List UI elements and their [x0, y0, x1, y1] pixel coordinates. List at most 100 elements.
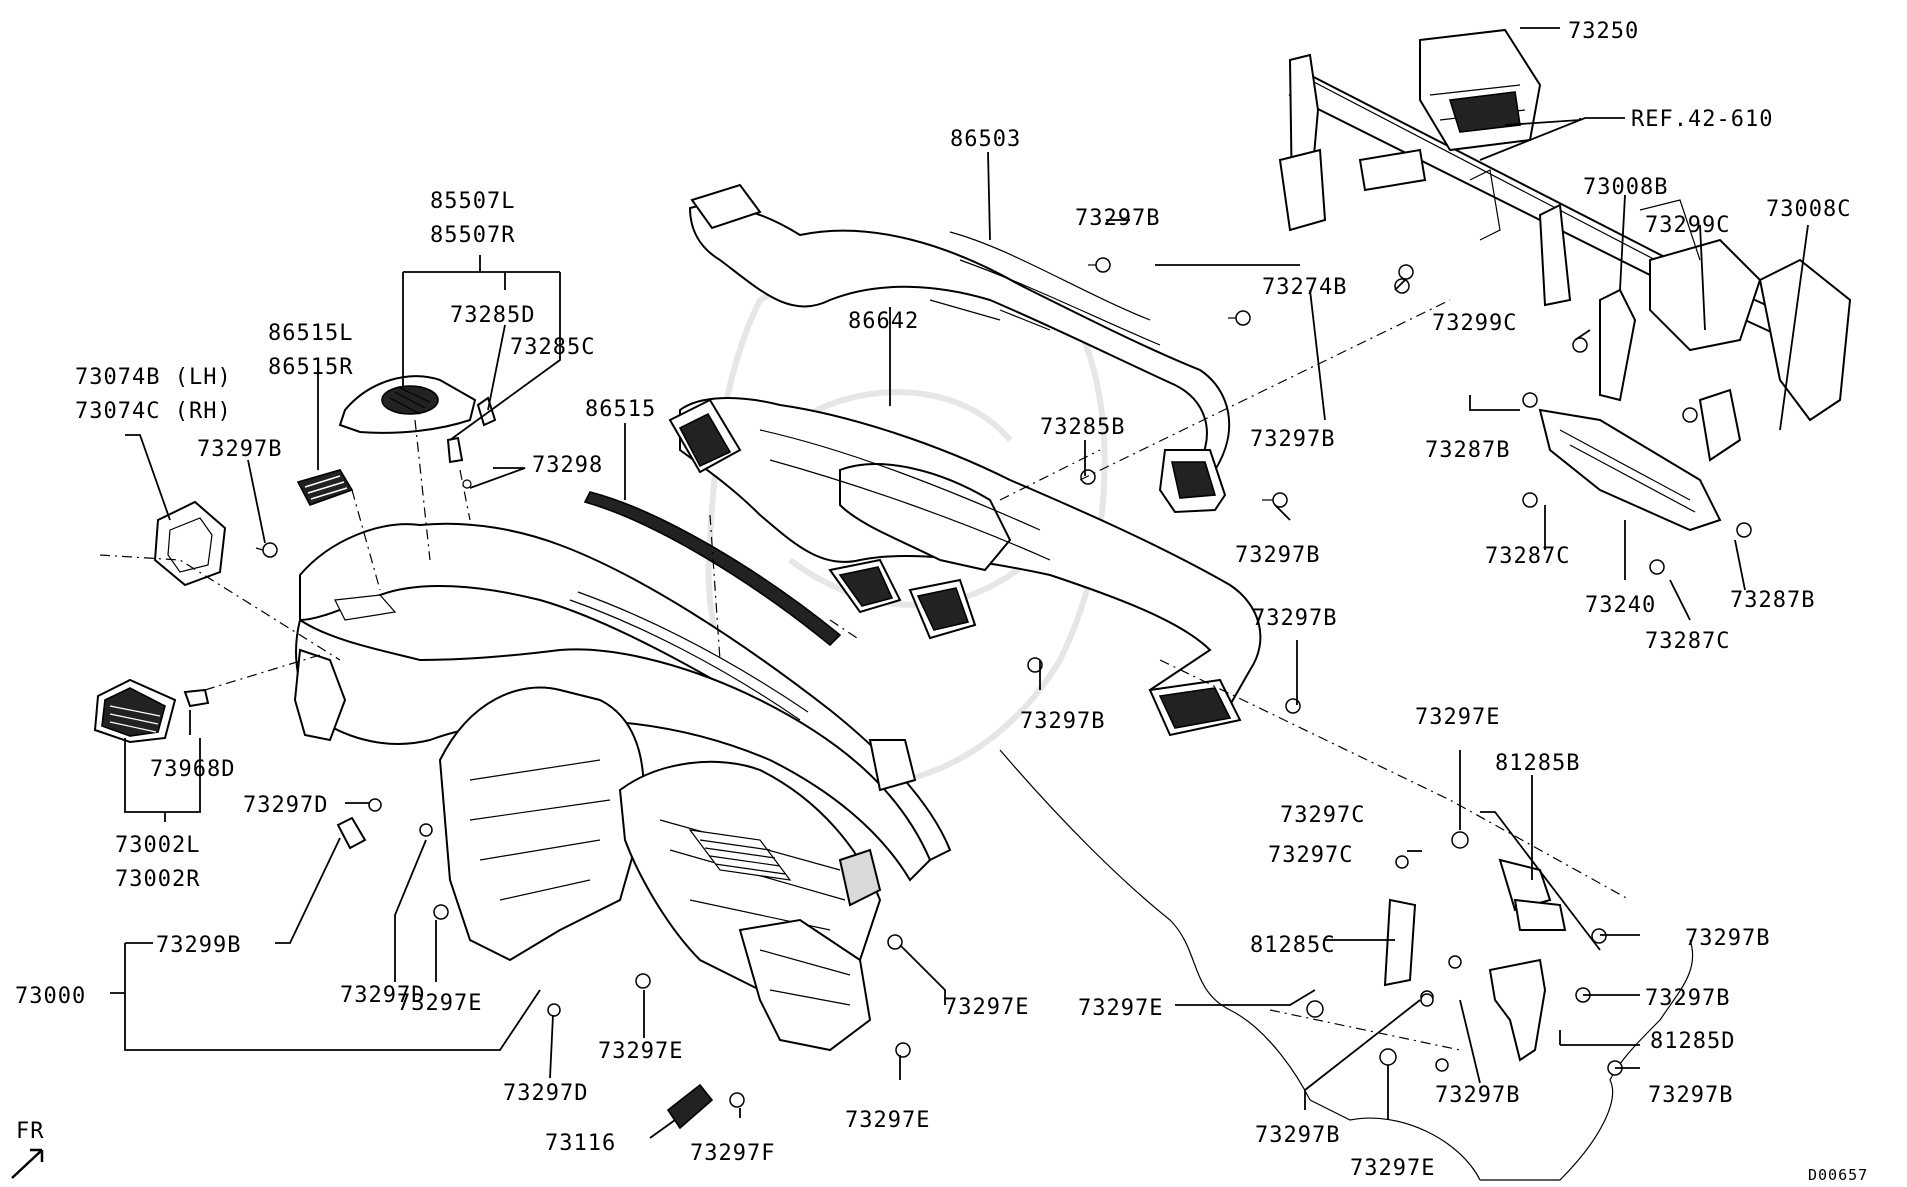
instrument-panel-assembly [293, 522, 952, 1052]
label-73297e-far: 73297E [1078, 996, 1163, 1021]
clip-73285d [476, 396, 497, 427]
bolt-icon [1649, 559, 1665, 575]
label-73297d-low: 73297D [503, 1081, 588, 1106]
label-73285b: 73285B [1040, 415, 1125, 440]
label-73299c: 73299C [1432, 311, 1517, 336]
lower-panel-outline [999, 749, 1694, 1181]
bolt-icon [1682, 407, 1698, 423]
figure-code: D00657 [1808, 1166, 1868, 1184]
label-86503: 86503 [950, 127, 1021, 152]
bolt-icon [1027, 657, 1043, 673]
dashed-chain-lines [99, 299, 1631, 1051]
bracket-73008b [1599, 288, 1637, 402]
label-73008b: 73008B [1583, 175, 1668, 200]
label-73297c-2: 73297C [1268, 843, 1353, 868]
duct-86642 [668, 397, 1262, 737]
bolt-icon [1088, 257, 1111, 273]
label-ref-42-610: REF.42-610 [1631, 107, 1773, 132]
bolt-icon [1395, 855, 1409, 869]
label-73074b: 73074B (LH) [75, 365, 232, 390]
bolt-icon [1591, 928, 1607, 944]
bolt-icon [1306, 1000, 1324, 1018]
bolt-icon [635, 973, 651, 989]
label-73297e-center: 73297E [598, 1039, 683, 1064]
bolt-icon [1420, 993, 1434, 1007]
label-73000: 73000 [15, 984, 86, 1009]
label-85507l: 85507L [430, 189, 515, 214]
label-73285d: 73285D [450, 303, 535, 328]
bracket-73240 [1538, 408, 1722, 532]
bracket-81285b [1498, 858, 1567, 931]
label-73297b-duct: 73297B [1250, 427, 1335, 452]
speaker-grille [338, 375, 477, 434]
defroster-grille-86515 [583, 491, 842, 647]
part-labels: 73250 REF.42-610 86503 73297B 85507L 855… [15, 19, 1851, 1181]
label-73297e: 73297E [397, 991, 482, 1016]
air-register-73002 [93, 678, 177, 744]
bolt-icon [419, 823, 433, 837]
clip-73116 [666, 1083, 714, 1130]
bolt-icon [1451, 831, 1469, 849]
label-73299c-right: 73299C [1645, 213, 1730, 238]
bolt-icon [1522, 392, 1538, 408]
label-85507r: 85507R [430, 223, 515, 248]
side-defroster-vent-86515l [296, 469, 354, 506]
bolt-icon [1448, 955, 1462, 969]
label-73116: 73116 [545, 1131, 616, 1156]
bolt-icon [895, 1042, 911, 1058]
label-73287c: 73287C [1485, 544, 1570, 569]
label-73297b: 73297B [1075, 206, 1160, 231]
bolt-icon [1379, 1048, 1397, 1066]
label-73297b-upper: 73297B [1252, 606, 1337, 631]
label-86515r: 86515R [268, 355, 353, 380]
grommet-73298 [462, 479, 472, 489]
clip-73968d [183, 688, 210, 708]
label-73297e-top: 73297E [1415, 705, 1500, 730]
label-73240: 73240 [1585, 593, 1656, 618]
label-86515l: 86515L [268, 321, 353, 346]
clip-73299b [336, 816, 367, 850]
bolt-icon [1394, 278, 1410, 294]
label-73297e-right: 73297E [944, 995, 1029, 1020]
steering-support-member [1278, 53, 1852, 422]
label-73297b-left: 73297B [197, 437, 282, 462]
label-73074c: 73074C (RH) [75, 399, 232, 424]
label-73287b-right: 73287B [1730, 588, 1815, 613]
label-73002r: 73002R [115, 867, 200, 892]
label-73968d: 73968D [150, 757, 235, 782]
label-73299b: 73299B [156, 933, 241, 958]
label-86642: 86642 [848, 309, 919, 334]
fr-label: FR [16, 1119, 45, 1144]
bolt-icon [1736, 522, 1752, 538]
label-86515: 86515 [585, 397, 656, 422]
label-73287c-right: 73287C [1645, 629, 1730, 654]
label-73297b-r2: 73297B [1645, 986, 1730, 1011]
label-73297d-mid: 73297D [340, 983, 425, 1008]
bracket-81285d [1488, 958, 1547, 1062]
bolt-icon [729, 1092, 745, 1108]
bracket-73008c [1698, 388, 1742, 462]
label-73274b: 73274B [1262, 275, 1347, 300]
bolt-icon [1522, 492, 1538, 508]
side-vent-bezel-73074 [153, 500, 227, 587]
label-73297b-r1: 73297B [1685, 926, 1770, 951]
arrow-up-right-icon [11, 1148, 44, 1179]
bolt-icon [1228, 310, 1251, 326]
bolt-icon [547, 1003, 561, 1017]
bolt-icon [1080, 469, 1096, 485]
label-73287b: 73287B [1425, 438, 1510, 463]
label-73297b-r4: 73297B [1435, 1083, 1520, 1108]
label-81285b: 81285B [1495, 751, 1580, 776]
label-73297c: 73297C [1280, 803, 1365, 828]
label-73285c: 73285C [510, 335, 595, 360]
bolt-icon [433, 904, 449, 920]
bolt-icon [1262, 492, 1288, 508]
label-73008c: 73008C [1766, 197, 1851, 222]
bolt-icon [1572, 337, 1588, 353]
front-direction-marker: FR [11, 1119, 45, 1179]
knee-airbag-73250 [1419, 28, 1542, 152]
label-73297b-duct2: 73297B [1235, 543, 1320, 568]
label-73297b-center: 73297B [1020, 709, 1105, 734]
duct-86503 [688, 183, 1231, 514]
